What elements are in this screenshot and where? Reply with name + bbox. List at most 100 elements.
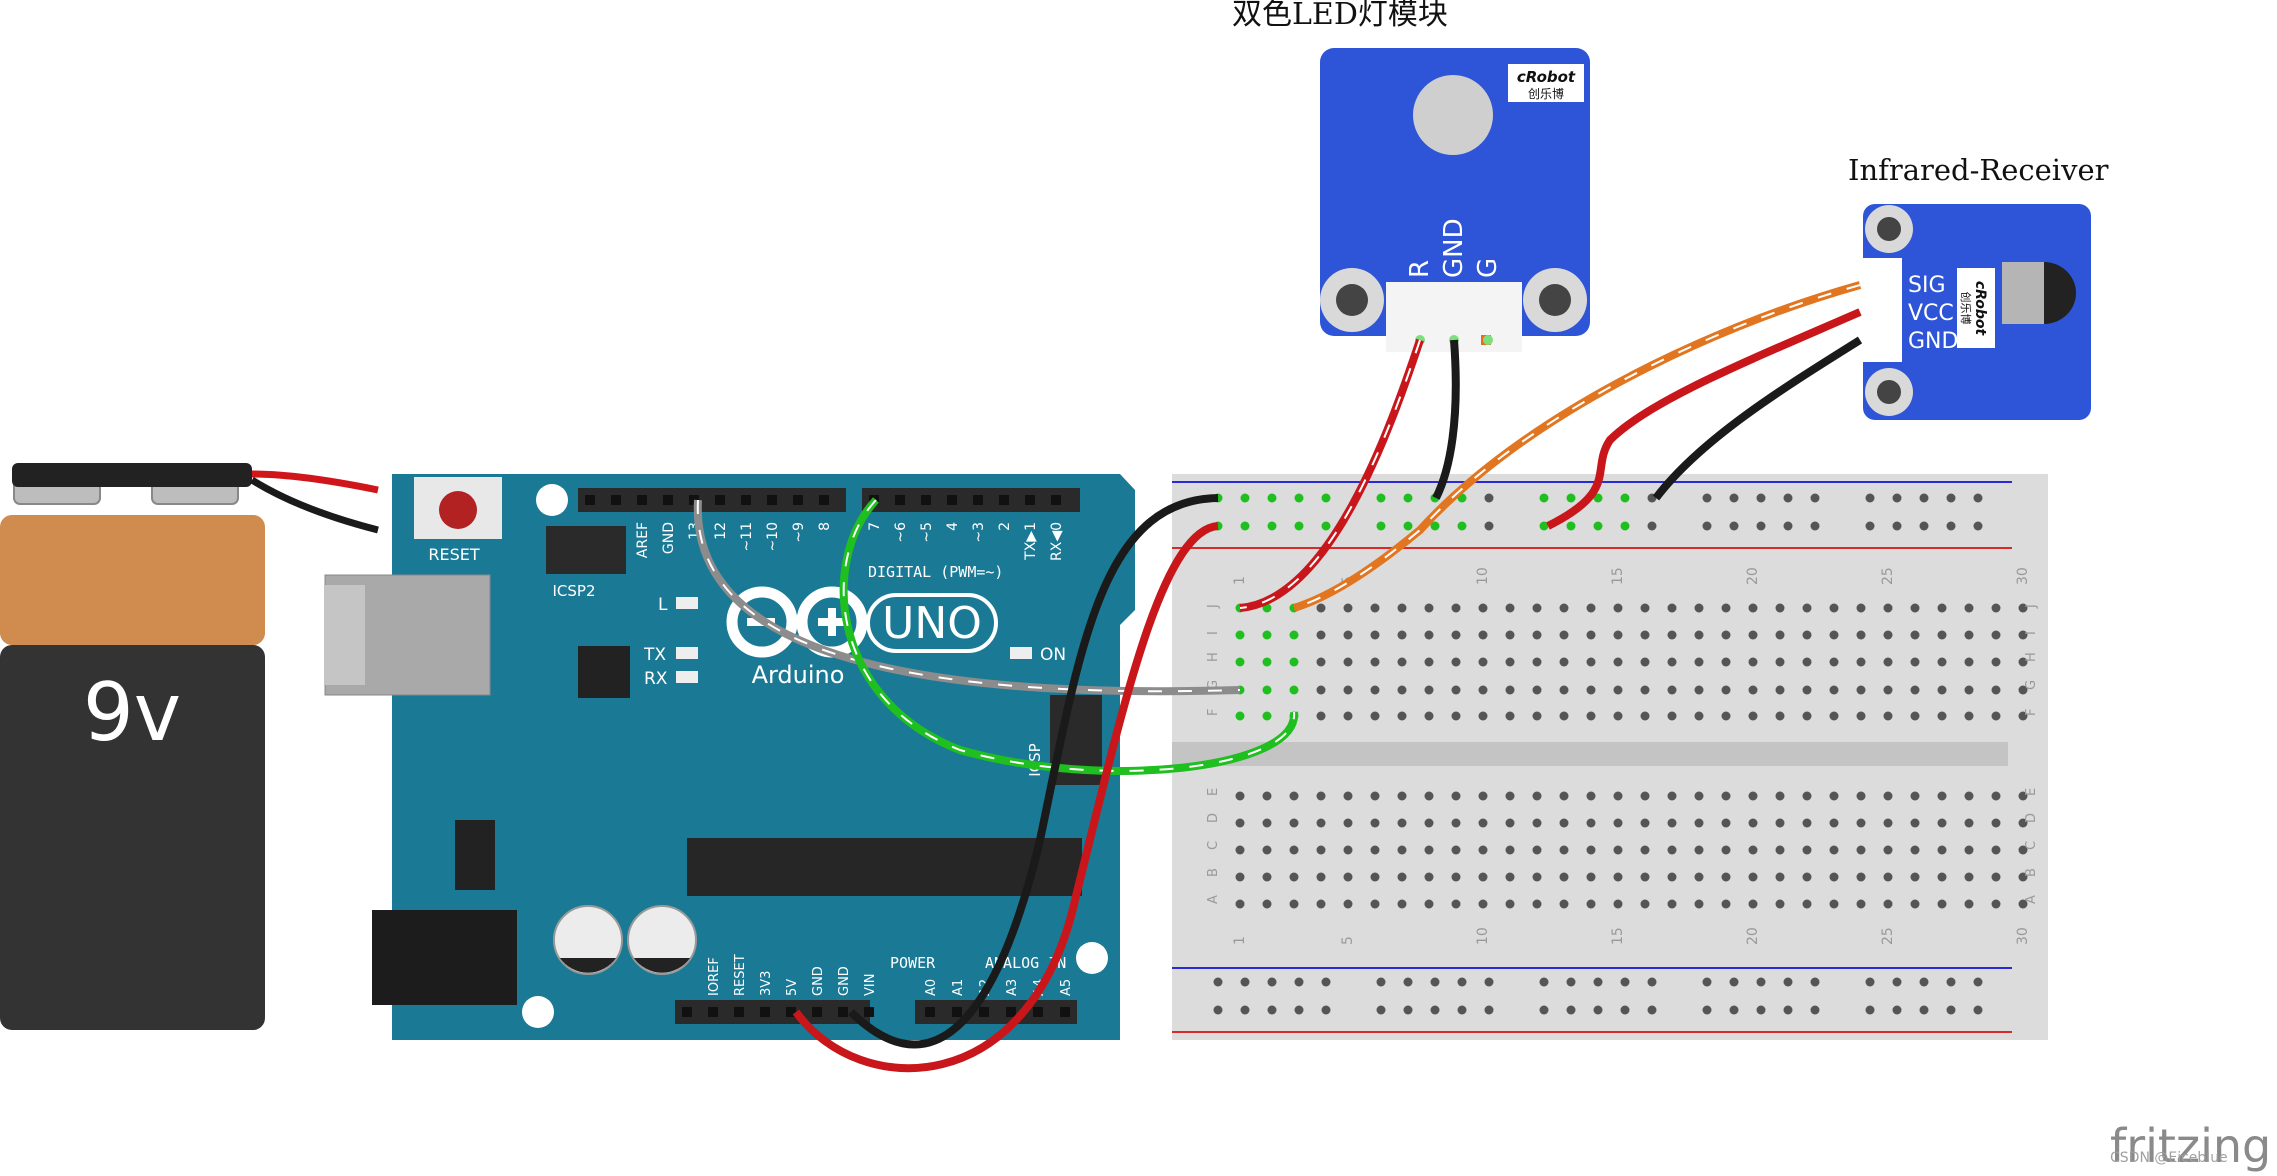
breadboard-hole: [1559, 899, 1569, 909]
atmega-chip: [687, 838, 1082, 896]
digital-pin: [637, 495, 647, 505]
breadboard-hole: [1559, 791, 1569, 801]
digital-pin: [793, 495, 803, 505]
reset-button[interactable]: [439, 491, 477, 529]
rail-hole: [1729, 493, 1739, 503]
breadboard-hole: [1910, 791, 1920, 801]
battery-lead-red: [251, 470, 379, 494]
row-letter-right: E: [2024, 788, 2039, 796]
rail-hole: [1810, 1005, 1820, 1015]
row-letter-right: J: [2024, 604, 2039, 609]
breadboard-hole: [1883, 630, 1893, 640]
breadboard-hole: [1370, 872, 1380, 882]
digital-pin: [715, 495, 725, 505]
digital-pin: [741, 495, 751, 505]
breadboard-hole: [1235, 899, 1245, 909]
rail-hole: [1294, 977, 1304, 987]
breadboard-hole: [1991, 630, 2001, 640]
ir-title: Infrared-Receiver: [1848, 153, 2109, 187]
digital-pin-label: AREF: [635, 522, 651, 558]
breadboard-hole: [1478, 818, 1488, 828]
column-number-top: 20: [1745, 567, 1761, 585]
breadboard-hole: [1532, 899, 1542, 909]
breadboard-hole: [1748, 711, 1758, 721]
rail-hole: [1267, 493, 1277, 503]
capacitor-2-band: [634, 958, 690, 973]
breadboard-hole: [1559, 603, 1569, 613]
breadboard-hole: [1748, 603, 1758, 613]
breadboard-hole: [1397, 630, 1407, 640]
breadboard-hole: [1667, 791, 1677, 801]
rail-hole: [1919, 521, 1929, 531]
breadboard-hole: [1694, 791, 1704, 801]
rail-hole: [1946, 493, 1956, 503]
breadboard-hole: [1613, 657, 1623, 667]
capacitor-1-band: [560, 958, 616, 973]
rail-hole: [1267, 1005, 1277, 1015]
row-letter-left: G: [1206, 680, 1221, 690]
rail-hole: [1702, 493, 1712, 503]
rail-hole: [1647, 1005, 1657, 1015]
digital-pin-label: GND: [661, 522, 677, 554]
rail-hole: [1267, 977, 1277, 987]
rail-hole: [1702, 977, 1712, 987]
breadboard-hole: [1289, 872, 1299, 882]
breadboard-hole: [1829, 711, 1839, 721]
power-pin-label: GND: [837, 966, 852, 996]
breadboard-hole: [1964, 791, 1974, 801]
power-pin: [864, 1007, 874, 1017]
rail-hole: [1973, 493, 1983, 503]
rail-hole: [1946, 977, 1956, 987]
breadboard-hole: [1829, 685, 1839, 695]
on-label: ON: [1040, 645, 1066, 665]
uno-label: UNO: [882, 598, 982, 649]
breadboard-hole: [1640, 872, 1650, 882]
ir-pin-label: SIG: [1908, 273, 1946, 298]
row-letter-right: F: [2024, 709, 2039, 716]
digital-pin-label: 2: [997, 522, 1013, 531]
power-label: POWER: [890, 954, 936, 972]
breadboard-hole: [1667, 845, 1677, 855]
breadboard-hole: [1802, 657, 1812, 667]
row-letter-right: I: [2024, 631, 2039, 635]
rail-hole: [1593, 493, 1603, 503]
breadboard-hole: [1235, 845, 1245, 855]
rail-hole: [1810, 977, 1820, 987]
breadboard-hole: [2018, 872, 2028, 882]
breadboard-hole: [1289, 791, 1299, 801]
rail-hole: [1919, 977, 1929, 987]
breadboard-hole: [1613, 711, 1623, 721]
breadboard-hole: [1775, 818, 1785, 828]
breadboard-hole: [1910, 872, 1920, 882]
breadboard-hole: [1532, 630, 1542, 640]
breadboard-hole: [1586, 845, 1596, 855]
rail-hole: [1484, 977, 1494, 987]
digital-pin: [1051, 495, 1061, 505]
breadboard-hole: [1775, 685, 1785, 695]
uno-badge: [866, 593, 998, 653]
wire-red-ir-vcc: [1546, 308, 1862, 530]
rail-hole: [1376, 493, 1386, 503]
breadboard-hole: [2018, 657, 2028, 667]
rail-hole: [1213, 977, 1223, 987]
breadboard-hole: [1370, 899, 1380, 909]
breadboard-hole: [1802, 711, 1812, 721]
rail-hole: [1321, 977, 1331, 987]
digital-pin: [973, 495, 983, 505]
breadboard-hole: [1559, 630, 1569, 640]
breadboard-hole: [1694, 818, 1704, 828]
breadboard-hole: [1316, 603, 1326, 613]
breadboard-hole: [1289, 899, 1299, 909]
rail-hole: [1294, 493, 1304, 503]
breadboard-hole: [1451, 657, 1461, 667]
power-pin: [838, 1007, 848, 1017]
breadboard-hole: [1964, 872, 1974, 882]
logo-loop-left: [726, 586, 798, 658]
rail-hole: [1430, 977, 1440, 987]
breadboard-hole: [1802, 791, 1812, 801]
rail-hole: [1403, 977, 1413, 987]
breadboard-hole: [1748, 657, 1758, 667]
on-led: [1010, 647, 1032, 659]
